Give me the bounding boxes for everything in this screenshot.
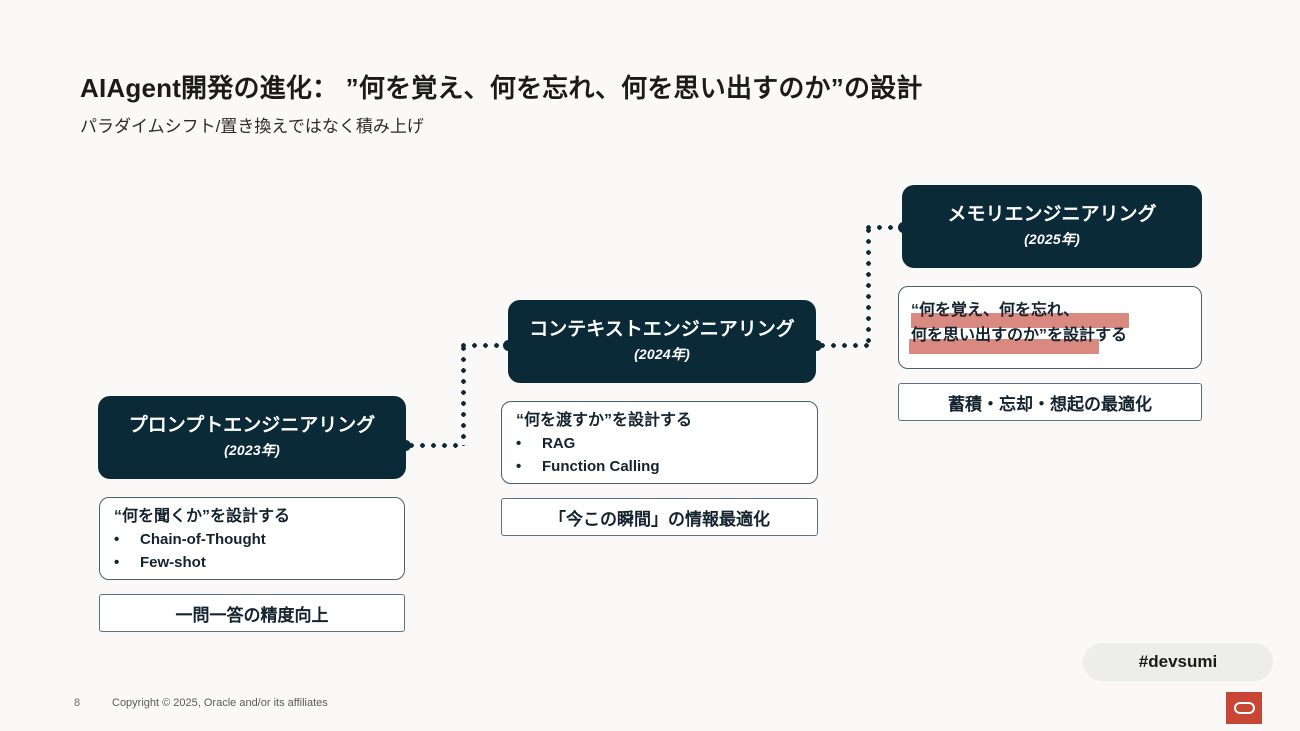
page-subtitle: パラダイムシフト/置き換えではなく積み上げ: [80, 117, 424, 136]
stage-prompt-detail-card[interactable]: “何を聞くか”を設計する • Chain-of-Thought • Few-sh…: [99, 497, 405, 580]
stage-memory-header-title: メモリエンジニアリング: [947, 204, 1157, 226]
stage-context-detail-card[interactable]: “何を渡すか”を設計する • RAG • Function Calling: [501, 401, 818, 484]
hashtag-label: #devsumi: [1138, 652, 1218, 671]
list-item-label: Chain-of-Thought: [140, 531, 266, 548]
stage-context-header-year: (2024年): [634, 345, 690, 362]
list-item-label: Few-shot: [140, 553, 206, 571]
stage-memory-outcome-label: 蓄積・忘却・想起の最適化: [948, 394, 1152, 414]
stage-context-engineering: コンテキストエンジニアリング (2024年) “何を渡すか”を設計する • RA…: [501, 300, 819, 540]
stage-context-header[interactable]: コンテキストエンジニアリング (2024年): [508, 300, 816, 383]
bullet-icon: •: [516, 435, 522, 452]
connector-context-inbound: [461, 343, 511, 348]
copyright-text: Copyright © 2025, Oracle and/or its affi…: [112, 697, 328, 709]
stage-memory-detail-card[interactable]: “何を覚え、何を忘れ、 何を思い出すのか”を設計する: [898, 286, 1202, 369]
stage-memory-outcome-card[interactable]: 蓄積・忘却・想起の最適化: [898, 383, 1202, 421]
stage-prompt-detail-heading: “何を聞くか”を設計する: [114, 508, 291, 525]
page-title: AIAgent開発の進化： ”何を覚え、何を忘れ、何を思い出すのか”の設計: [80, 73, 923, 103]
connector-context-horizontal: [820, 343, 870, 348]
stage-context-detail-list: • RAG • Function Calling: [516, 433, 803, 478]
stage-memory-header[interactable]: メモリエンジニアリング (2025年): [902, 185, 1202, 268]
connector-context-vertical: [866, 228, 871, 346]
bullet-icon: •: [114, 531, 120, 548]
hashtag-badge: #devsumi: [1083, 643, 1273, 681]
list-item: • Few-shot: [114, 552, 390, 575]
connector-prompt-vertical: [461, 346, 466, 446]
stage-prompt-outcome-label: 一問一答の精度向上: [175, 605, 329, 625]
list-item: • Function Calling: [516, 456, 803, 479]
stage-memory-header-year: (2025年): [1024, 230, 1080, 247]
stage-prompt-header-title: プロンプトエンジニアリング: [128, 415, 376, 437]
stage-memory-detail-line-1: “何を覚え、何を忘れ、: [911, 302, 1080, 319]
oracle-ring-icon: [1233, 702, 1255, 714]
bullet-icon: •: [114, 553, 120, 571]
stage-context-header-title: コンテキストエンジニアリング: [529, 319, 795, 341]
stage-prompt-header-year: (2023年): [224, 441, 280, 458]
stage-prompt-outcome-card[interactable]: 一問一答の精度向上: [99, 594, 405, 632]
stage-context-outcome-card[interactable]: 「今この瞬間」の情報最適化: [501, 498, 818, 536]
list-item: • RAG: [516, 433, 803, 456]
highlight-band-line1: [911, 313, 1129, 328]
list-item-label: Function Calling: [542, 457, 660, 475]
stage-prompt-detail-list: • Chain-of-Thought • Few-shot: [114, 529, 390, 574]
stage-memory-detail-line-2: 何を思い出すのか”を設計する: [911, 326, 1128, 344]
stage-prompt-engineering: プロンプトエンジニアリング (2023年) “何を聞くか”を設計する • Cha…: [98, 396, 406, 636]
connector-prompt-horizontal: [409, 443, 464, 448]
stage-context-detail-heading: “何を渡すか”を設計する: [516, 412, 693, 429]
stage-memory-engineering: メモリエンジニアリング (2025年) “何を覚え、何を忘れ、 何を思い出すのか…: [898, 185, 1202, 425]
bullet-icon: •: [516, 457, 522, 475]
stage-context-outcome-label: 「今この瞬間」の情報最適化: [549, 509, 770, 529]
list-item: • Chain-of-Thought: [114, 529, 390, 552]
highlight-band-line2: [909, 339, 1099, 354]
connector-knob-context-out: [811, 340, 822, 351]
oracle-logo: [1226, 692, 1262, 724]
connector-memory-inbound: [866, 225, 908, 230]
stage-prompt-header[interactable]: プロンプトエンジニアリング (2023年): [98, 396, 406, 479]
list-item-label: RAG: [542, 435, 576, 452]
page-number: 8: [74, 697, 81, 709]
